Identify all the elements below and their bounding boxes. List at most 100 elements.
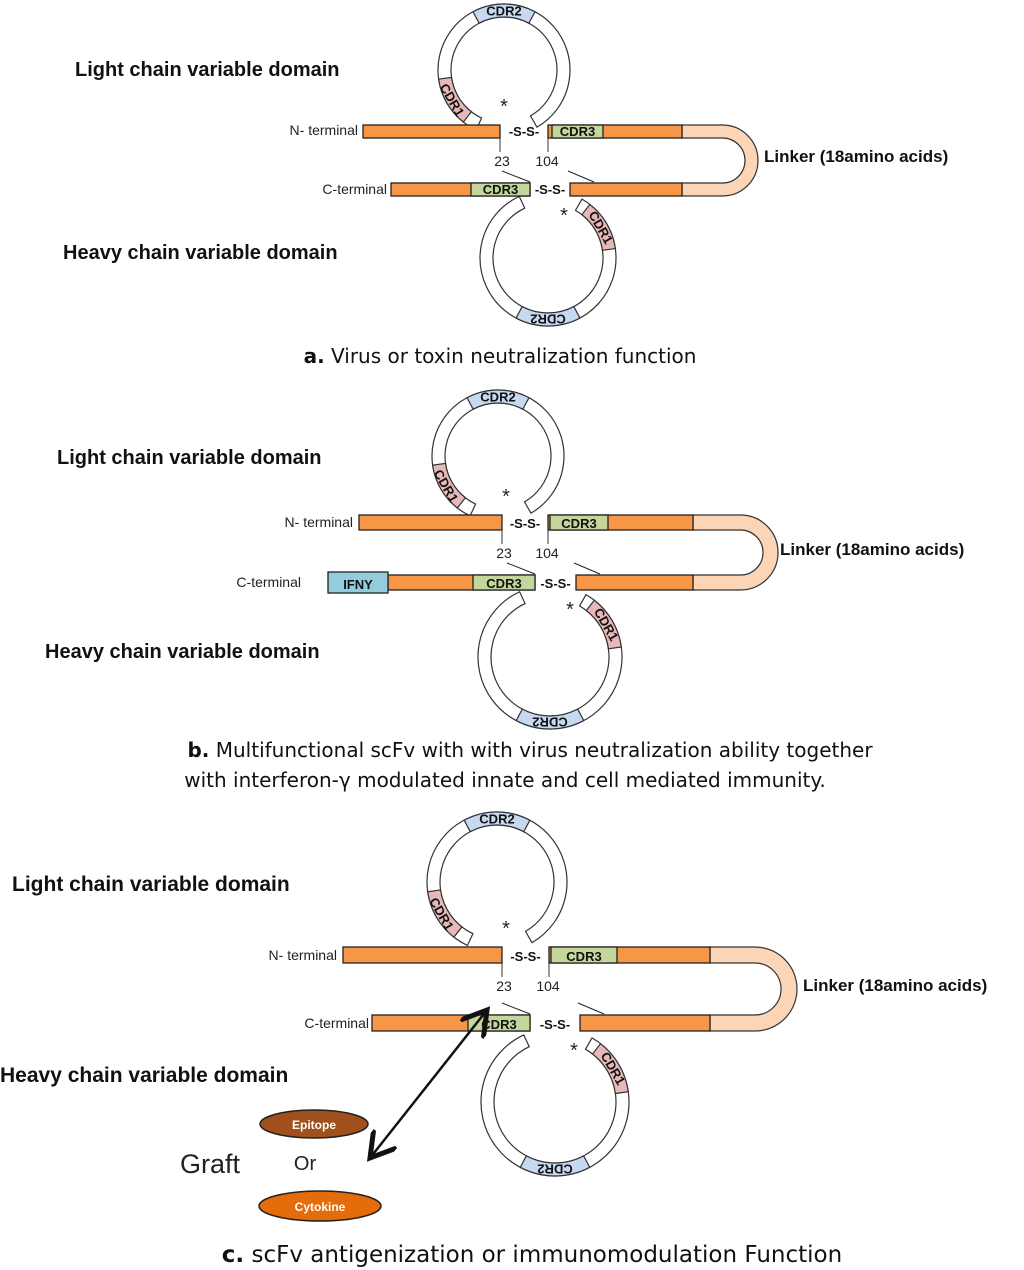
position-104-label: 104: [536, 978, 560, 994]
or-label: Or: [294, 1153, 317, 1175]
n-terminal-label: N- terminal: [269, 947, 337, 963]
cytokine-ellipse: [258, 1190, 382, 1222]
heavy-loop-cdr1-label: CDR1: [591, 605, 622, 643]
light-loop-cdr2-segment: [472, 3, 536, 25]
light-cdr3-box: [550, 946, 618, 964]
caption-text-line2: with interferon-γ modulated innate and c…: [184, 768, 825, 792]
heavy-loop-ring: [480, 1034, 630, 1177]
c-terminal-label: C-terminal: [304, 1015, 369, 1031]
heavy-chain-n-segment: [579, 1014, 711, 1032]
light-loop-cdr1-label: CDR1: [437, 81, 468, 119]
caption-text: scFv antigenization or immunomodulation …: [244, 1242, 842, 1268]
n-terminal-label: N- terminal: [290, 122, 358, 138]
heavy-loop-ring: [477, 590, 623, 730]
light-loop-cdr2-label: CDR2: [479, 812, 514, 827]
heavy-loop-cdr1-segment: [581, 203, 617, 252]
n-terminal-label: N- terminal: [285, 514, 353, 530]
light-loop-cdr1-segment: [427, 889, 463, 939]
linker-segment: [709, 946, 798, 1032]
heavy-loop-cdr1-segment: [591, 1042, 629, 1095]
heavy-loop-cdr2-label: CDR2: [530, 312, 565, 327]
heavy-cdr3-label: CDR3: [481, 1017, 516, 1032]
heavy-cdr3-label: CDR3: [483, 182, 518, 197]
position-23-label: 23: [494, 153, 510, 169]
heavy-disulfide-label: -S-S-: [540, 1017, 570, 1032]
c-terminal-label: C-terminal: [322, 181, 387, 197]
light-disulfide-label: -S-S-: [509, 124, 539, 139]
heavy-cdr3-label: CDR3: [486, 576, 521, 591]
light-chain-label: Light chain variable domain: [75, 59, 340, 81]
caption-text: Multifunctional scFv with with virus neu…: [209, 738, 873, 762]
heavy-loop-cdr1-segment: [585, 599, 622, 650]
light-chain-n-segment: [342, 946, 503, 964]
light-loop-cdr2-label: CDR2: [480, 390, 515, 405]
heavy-star-marker: *: [570, 1040, 578, 1062]
epitope-label: Epitope: [292, 1118, 336, 1132]
light-loop-ring: [426, 811, 568, 947]
light-cdr3-label: CDR3: [566, 949, 601, 964]
light-chain-label: Light chain variable domain: [57, 447, 322, 469]
heavy-star-marker: *: [566, 599, 574, 621]
heavy-star-marker: *: [560, 205, 568, 227]
linker-label: Linker (18amino acids): [803, 976, 987, 995]
light-star-marker: *: [500, 96, 508, 118]
light-loop-cdr1-label: CDR1: [431, 467, 462, 505]
epitope-ellipse: [259, 1109, 369, 1139]
heavy-loop-cdr2-label: CDR2: [532, 715, 567, 730]
heavy-cdr3-box: [470, 182, 531, 197]
position-23-label: 23: [496, 545, 512, 561]
position-104-label: 104: [535, 153, 559, 169]
ifny-box: [327, 571, 389, 594]
caption: c. scFv antigenization or immunomodulati…: [222, 1242, 842, 1268]
caption-letter: a.: [304, 344, 325, 368]
heavy-loop-cdr2-label: CDR2: [537, 1162, 572, 1177]
heavy-loop-cdr2-segment: [515, 708, 585, 730]
light-loop-cdr1-segment: [437, 76, 473, 123]
heavy-chain-label: Heavy chain variable domain: [0, 1064, 288, 1087]
light-chain-n-segment: [358, 514, 503, 531]
heavy-loop-cdr1-label: CDR1: [585, 208, 616, 246]
heavy-link-line-right: [567, 170, 595, 183]
heavy-link-line-left: [506, 562, 536, 575]
light-disulfide-label: -S-S-: [510, 516, 540, 531]
heavy-disulfide-label: -S-S-: [535, 182, 565, 197]
cytokine-label: Cytokine: [295, 1200, 346, 1214]
graft-label: Graft: [180, 1149, 241, 1179]
heavy-loop-ring: [479, 195, 617, 327]
linker-label: Linker (18amino acids): [780, 540, 964, 559]
heavy-chain-n-segment: [569, 182, 683, 197]
light-cdr3-label: CDR3: [561, 516, 596, 531]
light-loop-cdr1-label: CDR1: [426, 895, 457, 933]
caption-letter: b.: [187, 738, 209, 762]
light-loop-cdr1-segment: [431, 462, 467, 509]
heavy-link-line-right: [573, 562, 601, 575]
light-loop-ring: [437, 3, 571, 131]
light-star-marker: *: [502, 918, 510, 940]
light-loop-cdr2-segment: [463, 811, 531, 833]
caption-letter: c.: [222, 1242, 244, 1268]
heavy-cdr3-box: [472, 574, 536, 591]
light-loop-cdr2-label: CDR2: [486, 4, 521, 19]
position-23-label: 23: [496, 978, 512, 994]
light-chain-n-segment: [362, 124, 501, 139]
light-cdr3-box: [549, 514, 609, 531]
linker-label: Linker (18amino acids): [764, 147, 948, 166]
heavy-loop-cdr1-label: CDR1: [598, 1049, 629, 1087]
caption: a. Virus or toxin neutralization functio…: [304, 344, 697, 368]
graft-double-arrow: [370, 1010, 487, 1158]
light-cdr3-box: [551, 124, 604, 139]
light-cdr3-label: CDR3: [560, 124, 595, 139]
heavy-link-line-left: [501, 170, 531, 183]
heavy-loop-cdr2-segment: [519, 1155, 591, 1177]
light-chain-label: Light chain variable domain: [12, 873, 290, 896]
light-loop-ring: [431, 389, 565, 517]
heavy-link-line-left: [501, 1002, 531, 1015]
heavy-chain-label: Heavy chain variable domain: [63, 242, 338, 264]
caption-text: Virus or toxin neutralization function: [325, 344, 697, 368]
ifny-label: IFNY: [343, 577, 373, 592]
c-terminal-label: C-terminal: [236, 574, 301, 590]
light-star-marker: *: [502, 486, 510, 508]
